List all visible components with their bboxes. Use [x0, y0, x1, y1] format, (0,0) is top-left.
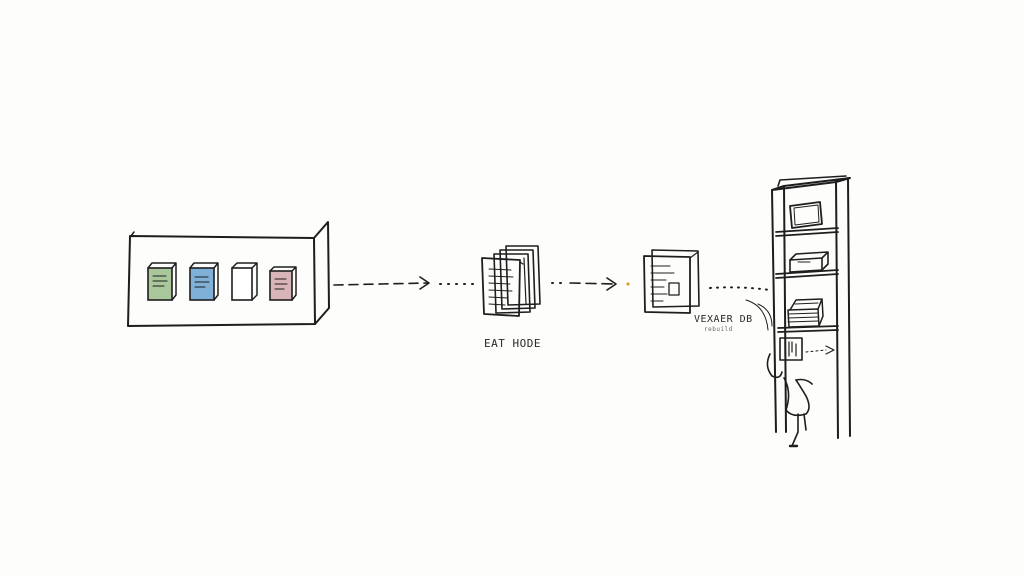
document-icon	[643, 249, 700, 314]
person-figure-icon	[766, 353, 813, 448]
monitor-icon	[789, 201, 823, 229]
barcode-card-icon	[779, 337, 835, 361]
source-panel	[127, 221, 330, 327]
arrow-tip-dot	[626, 282, 630, 286]
arrow-panel-to-node	[333, 276, 477, 290]
arrow-node-to-doc	[551, 277, 630, 291]
document-stack-icon	[481, 245, 541, 317]
connector-doc-to-db	[709, 286, 773, 331]
doc-green-icon	[147, 262, 177, 301]
doc-pink-icon	[269, 266, 297, 301]
bookshelf-icon	[766, 175, 851, 448]
doc-blue-icon	[189, 262, 219, 301]
doc-white-icon	[231, 262, 258, 301]
vector-db-sublabel: rebuild	[704, 326, 733, 333]
box-icon	[789, 251, 829, 273]
book-stack-icon	[787, 298, 824, 328]
vector-db-label: VEXAER DB	[694, 314, 753, 325]
processing-node-label: EAT HODE	[484, 337, 541, 350]
